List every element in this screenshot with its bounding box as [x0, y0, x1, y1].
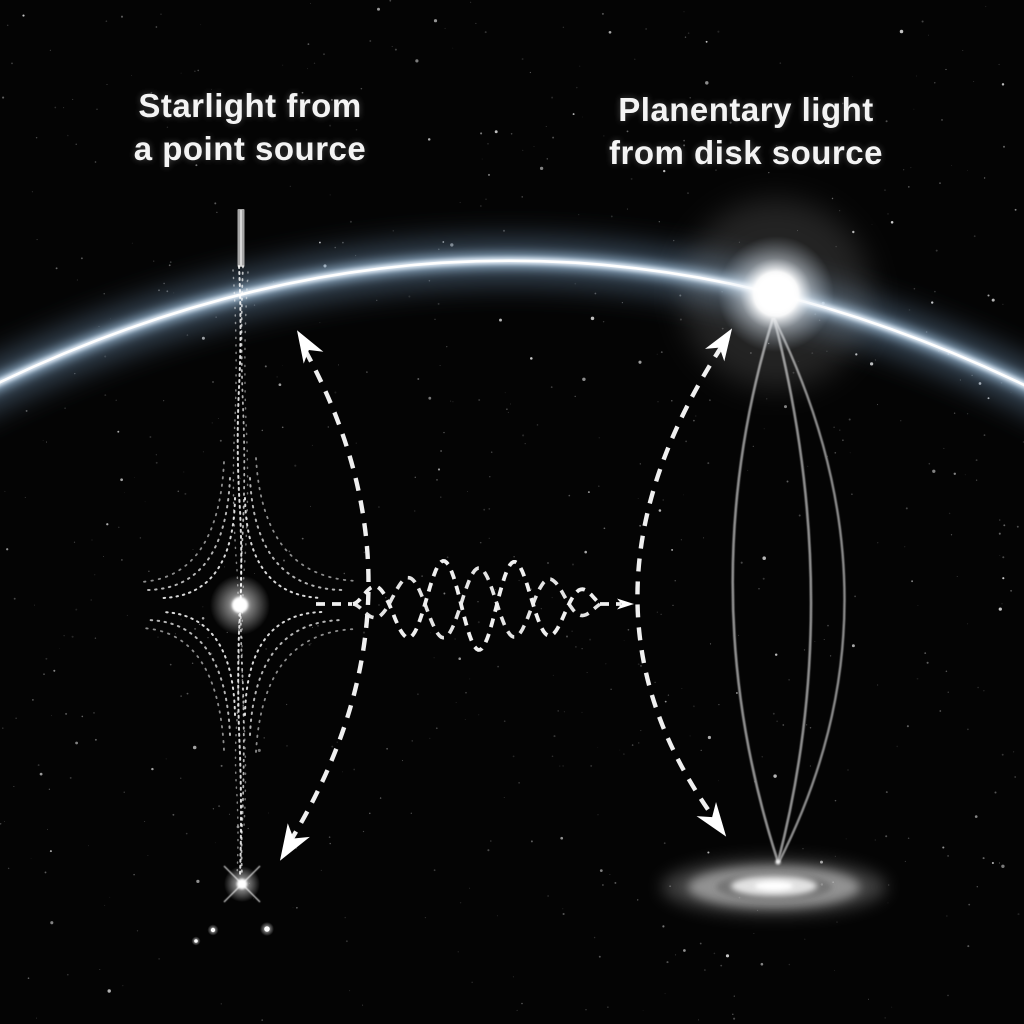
- label-starlight-line2: a point source: [133, 130, 367, 167]
- left-dashed-arc: [286, 348, 371, 847]
- star-core: [210, 927, 216, 933]
- label-planetary: Planentary light from disk source: [586, 88, 906, 174]
- dashed-arrows: [279, 328, 733, 861]
- scintillation-wave: [316, 558, 644, 652]
- diffraction-curve: [147, 619, 231, 736]
- up-left-arrow-icon: [296, 330, 324, 364]
- atmosphere-core-line: [0, 259, 1024, 387]
- right-arrow-icon: [617, 598, 634, 610]
- wave-path-b: [352, 566, 602, 640]
- down-left-arrow-icon: [279, 823, 310, 861]
- label-planetary-line1: Planentary light: [618, 91, 874, 128]
- lens-ray-right: [773, 319, 846, 863]
- wave-tip-sparkle: [618, 595, 644, 617]
- diffraction-curve: [161, 611, 236, 716]
- label-planetary-line2: from disk source: [609, 134, 883, 171]
- lens-ray-middle: [772, 317, 813, 863]
- diffraction-curve: [139, 461, 225, 583]
- diffraction-curve: [244, 497, 323, 599]
- disk-image: [662, 859, 886, 915]
- label-starlight-line1: Starlight from: [138, 87, 362, 124]
- star-core: [232, 597, 248, 613]
- diffraction-curve: [147, 477, 231, 591]
- diffraction-curves: [139, 457, 359, 753]
- right-dashed-arc: [635, 344, 724, 820]
- disk-core: [755, 881, 793, 891]
- planetary-lens-figure: [662, 199, 886, 915]
- wave-path-a: [352, 558, 602, 652]
- star-glint-center: [143, 548, 337, 662]
- planet-core: [755, 273, 797, 315]
- diffraction-curve: [141, 627, 225, 751]
- diffraction-curve: [249, 619, 343, 736]
- starlight-column: [139, 209, 359, 949]
- diffraction-curve: [249, 477, 343, 591]
- atmosphere-outer-glow: [0, 237, 1024, 411]
- lens-ray-left: [731, 317, 780, 863]
- star-core: [264, 926, 270, 932]
- star-core: [194, 939, 198, 943]
- star-glint-small-3: [188, 933, 204, 949]
- label-starlight: Starlight from a point source: [95, 84, 405, 170]
- star-core: [237, 879, 247, 889]
- diffraction-curve: [255, 457, 359, 582]
- up-right-arrow-icon: [705, 328, 733, 362]
- star-glint-small-1: [252, 914, 282, 944]
- star-glint-small-2: [202, 919, 224, 941]
- star-glint-bottom: [181, 850, 305, 926]
- diffraction-curve: [161, 497, 236, 599]
- down-right-arrow-icon: [696, 802, 727, 837]
- particle-spray: [232, 269, 240, 877]
- atmosphere-arc: [0, 237, 1024, 411]
- diffraction-curve: [244, 611, 323, 716]
